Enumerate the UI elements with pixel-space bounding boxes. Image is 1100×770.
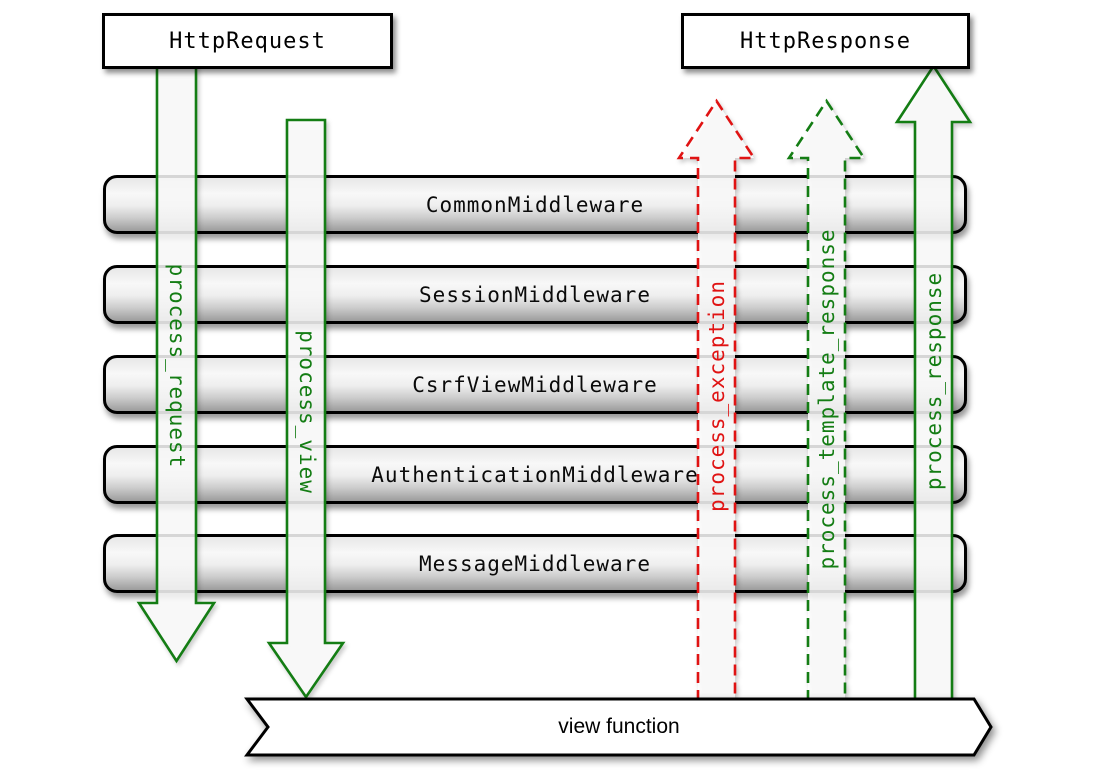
- http-response-box: HttpResponse: [681, 13, 970, 69]
- view-function-label: view function: [558, 715, 680, 738]
- process-template-response-arrow: [786, 98, 867, 701]
- view-function-banner: [244, 697, 993, 757]
- http-response-label: HttpResponse: [740, 28, 911, 54]
- middleware-label: CsrfViewMiddleware: [412, 372, 658, 397]
- process-view-arrow: [266, 118, 346, 700]
- middleware-label: CommonMiddleware: [425, 192, 645, 217]
- http-request-label: HttpRequest: [169, 28, 326, 54]
- process-request-arrow: [136, 61, 217, 664]
- middleware-label: SessionMiddleware: [419, 282, 651, 307]
- middleware-label: AuthenticationMiddleware: [371, 462, 699, 487]
- process-exception-arrow: [676, 98, 757, 701]
- middleware-label: MessageMiddleware: [419, 551, 651, 576]
- http-request-box: HttpRequest: [102, 13, 393, 69]
